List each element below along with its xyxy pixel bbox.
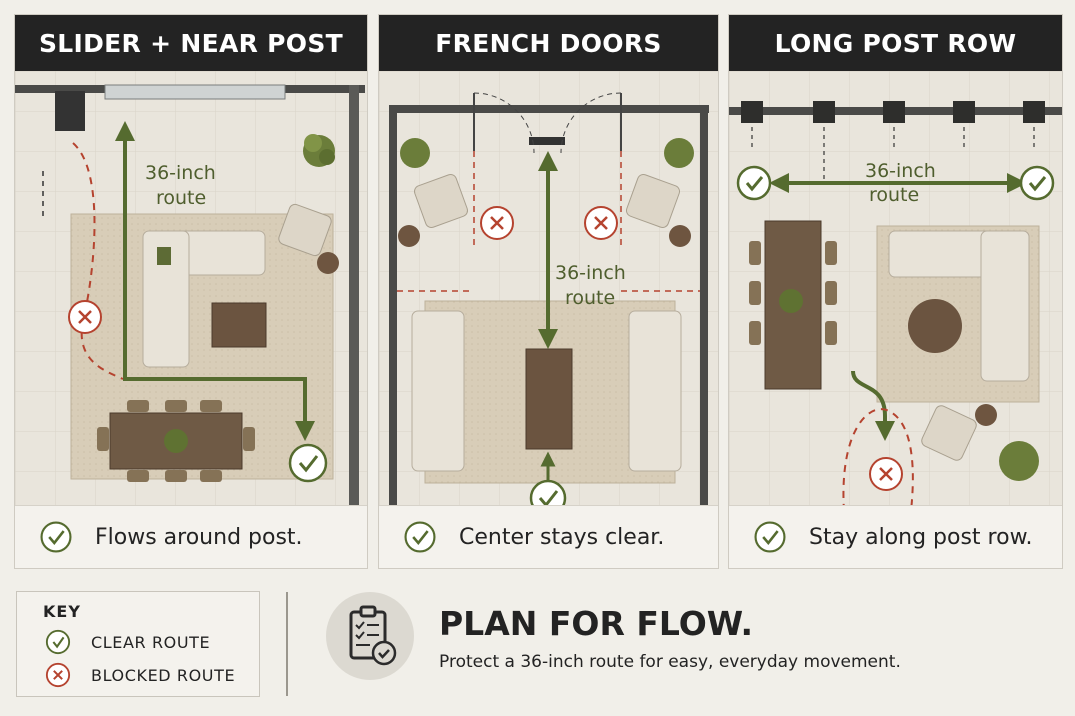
panel-title: FRENCH DOORS <box>379 15 718 71</box>
route-label: route <box>869 184 919 206</box>
panel-french-doors: FRENCH DOORS 36-inch route <box>378 14 719 569</box>
x-circle-icon <box>45 662 71 688</box>
panel-long-post-row: LONG POST ROW 36- <box>728 14 1063 569</box>
caption-text: Center stays clear. <box>459 524 665 550</box>
x-circle-icon <box>68 300 102 334</box>
key-title: KEY <box>43 602 81 621</box>
caption-text: Stay along post row. <box>809 524 1033 550</box>
key-label: CLEAR ROUTE <box>91 632 211 652</box>
route-label: 36-inch <box>555 262 626 284</box>
clipboard-check-icon <box>326 592 414 680</box>
route-label: route <box>156 187 206 209</box>
footer-divider <box>286 592 288 696</box>
key-blocked-route: BLOCKED ROUTE <box>45 662 235 688</box>
panel-caption: Stay along post row. <box>729 505 1062 568</box>
check-circle-icon <box>529 479 567 508</box>
x-circle-icon <box>480 206 514 240</box>
panel-title: SLIDER + NEAR POST <box>15 15 367 71</box>
check-circle-icon <box>404 521 436 553</box>
panel-slider-near-post: SLIDER + NEAR POST <box>14 14 368 569</box>
legend-key: KEY CLEAR ROUTE BLOCKED ROUTE <box>16 591 260 697</box>
key-clear-route: CLEAR ROUTE <box>45 629 210 655</box>
check-circle-icon <box>40 521 72 553</box>
panel-caption: Flows around post. <box>15 505 367 568</box>
route-label: 36-inch <box>145 162 216 184</box>
key-label: BLOCKED ROUTE <box>91 665 236 685</box>
post <box>55 91 85 131</box>
check-circle-icon <box>45 629 71 655</box>
check-circle-icon <box>736 165 772 201</box>
floor-plan-post-row: 36-inch route <box>729 71 1062 508</box>
floor-plan-slider: 36-inch route <box>15 71 367 508</box>
x-circle-icon <box>584 206 618 240</box>
x-circle-icon <box>869 457 903 491</box>
floor-plan-french-doors: 36-inch route <box>379 71 718 508</box>
panel-title: LONG POST ROW <box>729 15 1062 71</box>
footer-subline: Protect a 36-inch route for easy, everyd… <box>439 652 901 672</box>
check-circle-icon <box>754 521 786 553</box>
footer-headline: PLAN FOR FLOW. <box>439 604 754 643</box>
check-circle-icon <box>288 443 328 483</box>
check-circle-icon <box>1019 165 1055 201</box>
caption-text: Flows around post. <box>95 524 303 550</box>
panel-caption: Center stays clear. <box>379 505 718 568</box>
route-label: route <box>565 287 615 309</box>
route-label: 36-inch <box>865 160 936 182</box>
